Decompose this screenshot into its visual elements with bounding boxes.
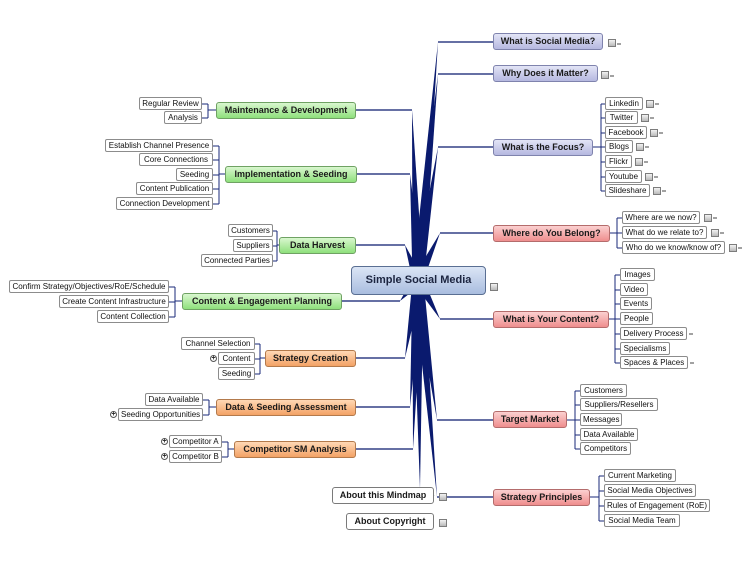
leaf-connection-development[interactable]: Connection Development bbox=[116, 197, 213, 210]
branch-why-does-it-matter[interactable]: Why Does it Matter? bbox=[493, 65, 598, 82]
branch-content-engagement-planning[interactable]: Content & Engagement Planning bbox=[182, 293, 342, 310]
branch-data-seeding-assessment[interactable]: Data & Seeding Assessment bbox=[216, 399, 356, 416]
about-copyright[interactable]: About Copyright bbox=[346, 513, 434, 530]
branch-implementation-seeding[interactable]: Implementation & Seeding bbox=[225, 166, 357, 183]
expand-icon[interactable]: + bbox=[110, 411, 117, 418]
leaf-current-marketing[interactable]: Current Marketing bbox=[604, 469, 676, 482]
note-icon[interactable] bbox=[608, 39, 616, 47]
leaf-linkedin[interactable]: Linkedin bbox=[605, 97, 643, 110]
leaf-seeding-opportunities[interactable]: Seeding Opportunities bbox=[118, 408, 203, 421]
leaf-seeding[interactable]: Seeding bbox=[176, 168, 213, 181]
note-icon[interactable] bbox=[729, 244, 737, 252]
note-icon[interactable] bbox=[650, 129, 658, 137]
leaf-suppliers-resellers[interactable]: Suppliers/Resellers bbox=[580, 398, 658, 411]
leaf-competitor-b[interactable]: Competitor B bbox=[169, 450, 222, 463]
leaf-confirm-strategy[interactable]: Confirm Strategy/Objectives/RoE/Schedule bbox=[9, 280, 169, 293]
branch-competitor-sm-analysis[interactable]: Competitor SM Analysis bbox=[234, 441, 356, 458]
leaf-content-publication[interactable]: Content Publication bbox=[136, 182, 213, 195]
branch-what-is-the-focus[interactable]: What is the Focus? bbox=[493, 139, 593, 156]
note-icon[interactable] bbox=[641, 114, 649, 122]
leaf-slideshare[interactable]: Slideshare bbox=[605, 184, 650, 197]
leaf-where-are-we-now[interactable]: Where are we now? bbox=[622, 211, 700, 224]
leaf-video[interactable]: Video bbox=[620, 283, 648, 296]
leaf-competitors[interactable]: Competitors bbox=[580, 442, 631, 455]
branch-where-do-you-belong[interactable]: Where do You Belong? bbox=[493, 225, 610, 242]
leaf-delivery-process[interactable]: Delivery Process bbox=[620, 327, 687, 340]
branch-strategy-principles[interactable]: Strategy Principles bbox=[493, 489, 590, 506]
leaf-data-available[interactable]: Data Available bbox=[145, 393, 203, 406]
leaf-content-collection[interactable]: Content Collection bbox=[97, 310, 169, 323]
leaf-establish-channel-presence[interactable]: Establish Channel Presence bbox=[105, 139, 213, 152]
leaf-analysis[interactable]: Analysis bbox=[164, 111, 202, 124]
branch-what-is-social-media[interactable]: What is Social Media? bbox=[493, 33, 603, 50]
branch-maintenance-development[interactable]: Maintenance & Development bbox=[216, 102, 356, 119]
note-icon[interactable] bbox=[635, 158, 643, 166]
leaf-suppliers[interactable]: Suppliers bbox=[233, 239, 273, 252]
leaf-core-connections[interactable]: Core Connections bbox=[139, 153, 213, 166]
note-icon[interactable] bbox=[711, 229, 719, 237]
leaf-specialisms[interactable]: Specialisms bbox=[620, 342, 670, 355]
branch-data-harvest[interactable]: Data Harvest bbox=[279, 237, 356, 254]
leaf-data-available[interactable]: Data Available bbox=[580, 428, 638, 441]
branch-target-market[interactable]: Target Market bbox=[493, 411, 567, 428]
leaf-images[interactable]: Images bbox=[620, 268, 655, 281]
leaf-social-media-objectives[interactable]: Social Media Objectives bbox=[604, 484, 696, 497]
leaf-social-media-team[interactable]: Social Media Team bbox=[604, 514, 680, 527]
note-icon[interactable] bbox=[490, 283, 498, 291]
leaf-regular-review[interactable]: Regular Review bbox=[139, 97, 202, 110]
note-icon[interactable] bbox=[646, 100, 654, 108]
leaf-blogs[interactable]: Blogs bbox=[605, 140, 633, 153]
note-icon[interactable] bbox=[439, 493, 447, 501]
leaf-flickr[interactable]: Flickr bbox=[605, 155, 632, 168]
leaf-who-do-we-know[interactable]: Who do we know/know of? bbox=[622, 241, 725, 254]
leaf-youtube[interactable]: Youtube bbox=[605, 170, 642, 183]
leaf-messages[interactable]: Messages bbox=[580, 413, 622, 426]
leaf-competitor-a[interactable]: Competitor A bbox=[169, 435, 222, 448]
leaf-seeding[interactable]: Seeding bbox=[218, 367, 255, 380]
leaf-create-content-infrastructure[interactable]: Create Content Infrastructure bbox=[59, 295, 169, 308]
note-icon[interactable] bbox=[704, 214, 712, 222]
branch-what-is-your-content[interactable]: What is Your Content? bbox=[493, 311, 609, 328]
implementation-spoke bbox=[410, 174, 424, 281]
leaf-twitter[interactable]: Twitter bbox=[605, 111, 638, 124]
leaf-customers[interactable]: Customers bbox=[580, 384, 627, 397]
expand-icon[interactable]: + bbox=[161, 438, 168, 445]
note-icon[interactable] bbox=[439, 519, 447, 527]
leaf-rules-of-engagement[interactable]: Rules of Engagement (RoE) bbox=[604, 499, 710, 512]
about-mindmap-spoke bbox=[412, 279, 424, 489]
expand-icon[interactable]: + bbox=[161, 453, 168, 460]
leaf-content[interactable]: Content bbox=[218, 352, 255, 365]
leaf-channel-selection[interactable]: Channel Selection bbox=[181, 337, 255, 350]
leaf-what-do-we-relate-to[interactable]: What do we relate to? bbox=[622, 226, 707, 239]
leaf-events[interactable]: Events bbox=[620, 297, 652, 310]
about-this-mindmap[interactable]: About this Mindmap bbox=[332, 487, 434, 504]
note-icon[interactable] bbox=[636, 143, 644, 151]
note-icon[interactable] bbox=[645, 173, 653, 181]
leaf-customers[interactable]: Customers bbox=[228, 224, 273, 237]
leaf-connected-parties[interactable]: Connected Parties bbox=[201, 254, 273, 267]
branch-strategy-creation[interactable]: Strategy Creation bbox=[265, 350, 356, 367]
leaf-spaces-places[interactable]: Spaces & Places bbox=[620, 356, 688, 369]
note-icon[interactable] bbox=[653, 187, 661, 195]
expand-icon[interactable]: + bbox=[210, 355, 217, 362]
leaf-people[interactable]: People bbox=[620, 312, 653, 325]
central-topic[interactable]: Simple Social Media bbox=[351, 266, 486, 295]
leaf-facebook[interactable]: Facebook bbox=[605, 126, 647, 139]
note-icon[interactable] bbox=[601, 71, 609, 79]
